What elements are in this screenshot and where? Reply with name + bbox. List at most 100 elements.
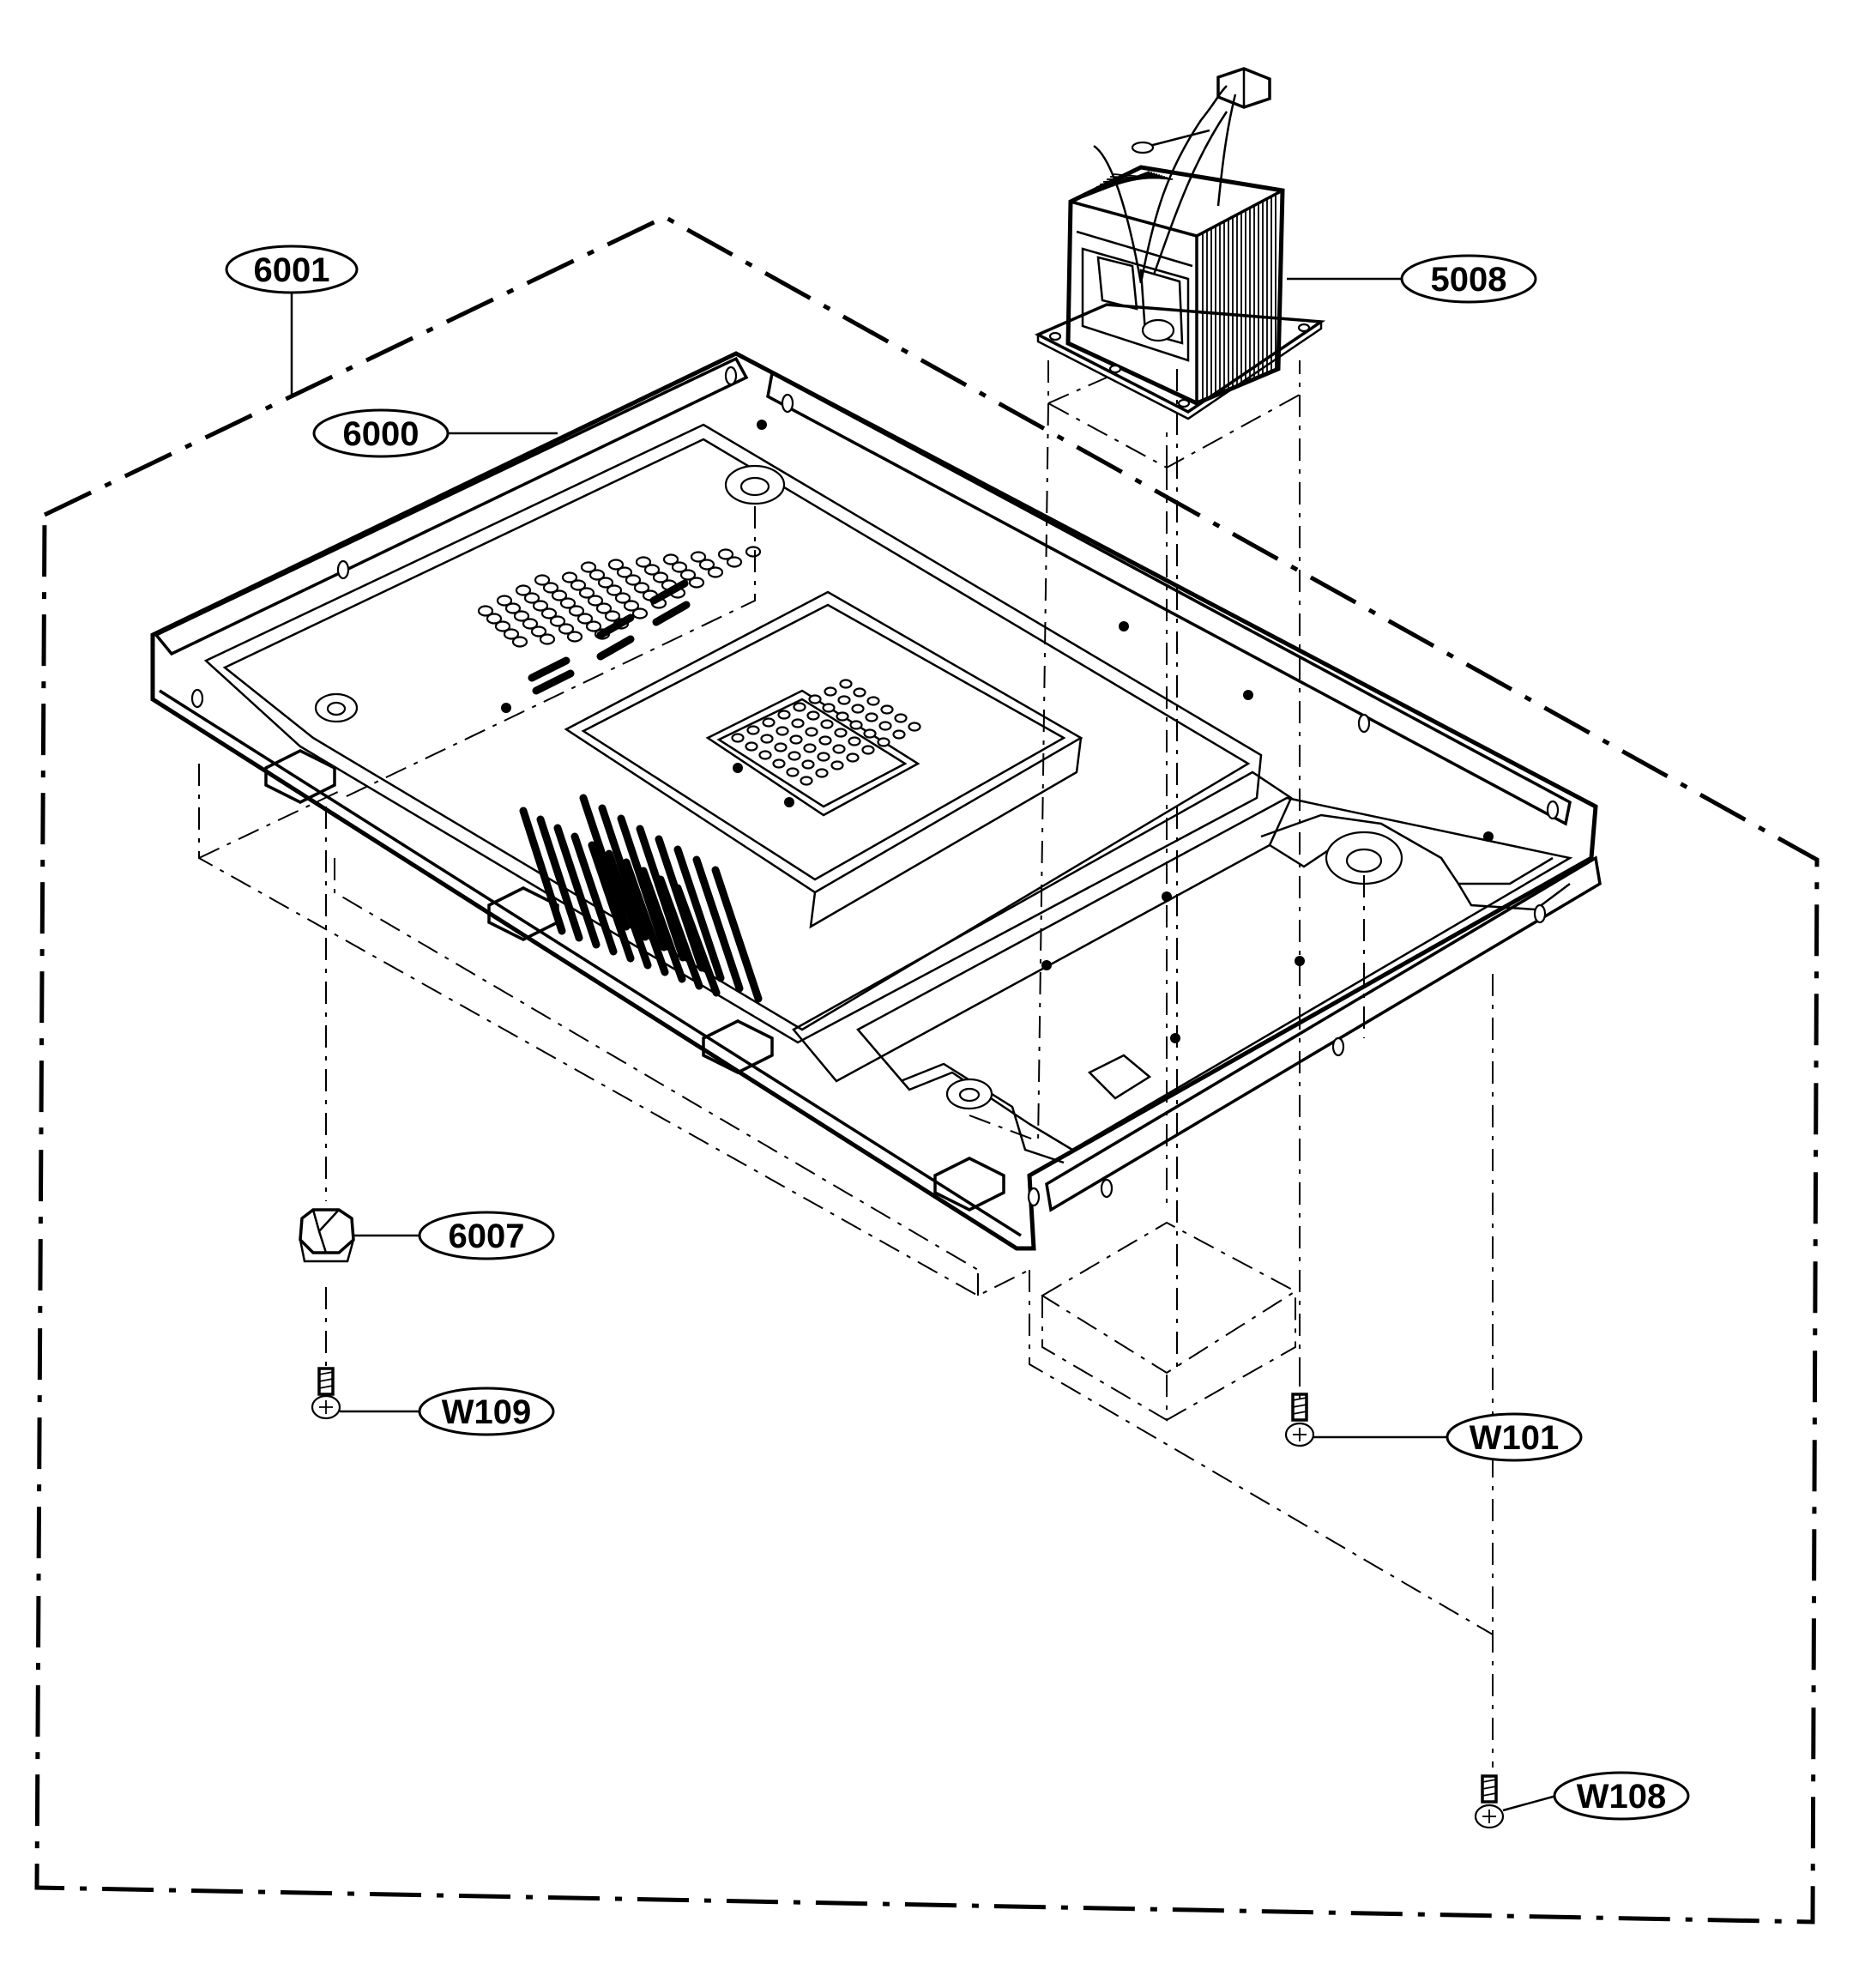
vent-hole bbox=[477, 605, 494, 617]
pad-hole bbox=[822, 703, 836, 713]
vent-hole bbox=[542, 582, 559, 594]
vent-hole bbox=[662, 553, 679, 565]
pad-hole bbox=[791, 718, 805, 728]
vent-hole bbox=[587, 595, 604, 607]
foot-6007 bbox=[299, 1208, 355, 1263]
louver-slot bbox=[588, 841, 635, 963]
louver-slot bbox=[622, 858, 669, 976]
vent-hole bbox=[688, 577, 705, 589]
pad-hole bbox=[774, 742, 788, 752]
louver-slot bbox=[617, 814, 668, 952]
louver-slot bbox=[673, 845, 725, 982]
lamination-line bbox=[1113, 173, 1174, 180]
pad-hole bbox=[851, 704, 865, 714]
vent-hole bbox=[585, 620, 602, 632]
louver-slot bbox=[553, 824, 601, 949]
callout-w109: W109 bbox=[418, 1387, 555, 1436]
vent-hole bbox=[631, 607, 649, 619]
louver-slot bbox=[636, 825, 687, 962]
vent-hole bbox=[707, 566, 724, 578]
pad-hole bbox=[836, 711, 849, 722]
vent-hole bbox=[726, 556, 743, 568]
vent-hole bbox=[717, 548, 734, 560]
pad-hole bbox=[788, 751, 801, 761]
vent-hole bbox=[698, 559, 715, 571]
louver-slot bbox=[519, 807, 566, 935]
pad-hole bbox=[777, 710, 791, 720]
louver-slot bbox=[536, 815, 583, 942]
vent-hole bbox=[549, 615, 566, 627]
vent-hole bbox=[616, 566, 633, 578]
pad-hole bbox=[762, 717, 776, 728]
pad-hole bbox=[805, 727, 818, 737]
vent-hole bbox=[532, 600, 549, 612]
callout-label-6001: 6001 bbox=[254, 251, 330, 289]
vent-hole bbox=[745, 546, 762, 558]
louver-slot bbox=[639, 867, 686, 983]
callout-5008: 5008 bbox=[1400, 254, 1537, 304]
pad-hole bbox=[776, 726, 789, 736]
screw-w108 bbox=[1474, 1774, 1505, 1829]
callout-6007: 6007 bbox=[418, 1211, 555, 1260]
vent-hole bbox=[522, 618, 539, 630]
vent-hole bbox=[558, 623, 575, 635]
pad-hole bbox=[786, 767, 800, 777]
pad-hole bbox=[793, 702, 806, 712]
vent-hole bbox=[511, 636, 528, 648]
pad-hole bbox=[818, 735, 832, 746]
vent-hole bbox=[540, 607, 558, 619]
vent-hole bbox=[595, 602, 613, 614]
louver-slot bbox=[596, 635, 635, 661]
pad-hole bbox=[848, 736, 861, 746]
pad-hole bbox=[865, 712, 878, 722]
callout-6001: 6001 bbox=[225, 245, 359, 294]
pad-hole bbox=[772, 758, 786, 769]
callout-w101: W101 bbox=[1446, 1412, 1583, 1462]
callout-label-w101: W101 bbox=[1470, 1419, 1560, 1457]
louver-slot bbox=[655, 835, 706, 972]
callout-label-6000: 6000 bbox=[343, 415, 419, 453]
mounting-holes bbox=[190, 366, 1560, 1207]
pad-hole bbox=[808, 694, 822, 704]
pad-hole bbox=[892, 729, 906, 740]
pad-hole bbox=[760, 734, 774, 744]
vent-hole bbox=[652, 571, 669, 583]
pad-perforations bbox=[731, 679, 921, 786]
pad-hole bbox=[820, 719, 834, 729]
pad-hole bbox=[908, 722, 921, 732]
vent-hole bbox=[623, 600, 640, 612]
louver-slot bbox=[649, 579, 689, 605]
vent-hole bbox=[486, 613, 503, 625]
pad-hole bbox=[832, 744, 846, 754]
vent-hole bbox=[496, 595, 513, 607]
pad-hole bbox=[866, 696, 880, 706]
pad-hole bbox=[803, 743, 817, 753]
vent-hole bbox=[494, 620, 511, 632]
louver-slot bbox=[579, 794, 631, 931]
vent-hole bbox=[503, 628, 520, 640]
callout-label-6007: 6007 bbox=[449, 1218, 525, 1255]
vent-hole bbox=[679, 569, 697, 581]
pad-hole bbox=[837, 695, 851, 705]
assembly-boundary-6001 bbox=[34, 215, 1820, 1925]
pad-hole bbox=[877, 737, 890, 747]
pad-hole bbox=[817, 752, 830, 762]
louver-slot bbox=[532, 669, 575, 695]
pad-hole bbox=[839, 679, 853, 689]
pad-hole bbox=[853, 687, 866, 698]
vent-hole bbox=[530, 625, 547, 637]
transformer-5008 bbox=[1034, 67, 1326, 420]
vent-hole bbox=[643, 564, 661, 576]
callout-label-w109: W109 bbox=[442, 1393, 532, 1431]
vent-hole bbox=[604, 610, 621, 622]
pad-hole bbox=[746, 725, 760, 735]
pad-hole bbox=[849, 720, 863, 730]
vent-hole bbox=[561, 571, 578, 583]
callout-label-w108: W108 bbox=[1577, 1778, 1667, 1816]
louver-slot bbox=[598, 804, 649, 941]
louver-slot bbox=[528, 656, 570, 682]
louver-slot bbox=[656, 875, 703, 990]
vent-hole bbox=[578, 587, 595, 599]
pad-hole bbox=[806, 710, 820, 721]
pad-hole bbox=[815, 768, 829, 778]
